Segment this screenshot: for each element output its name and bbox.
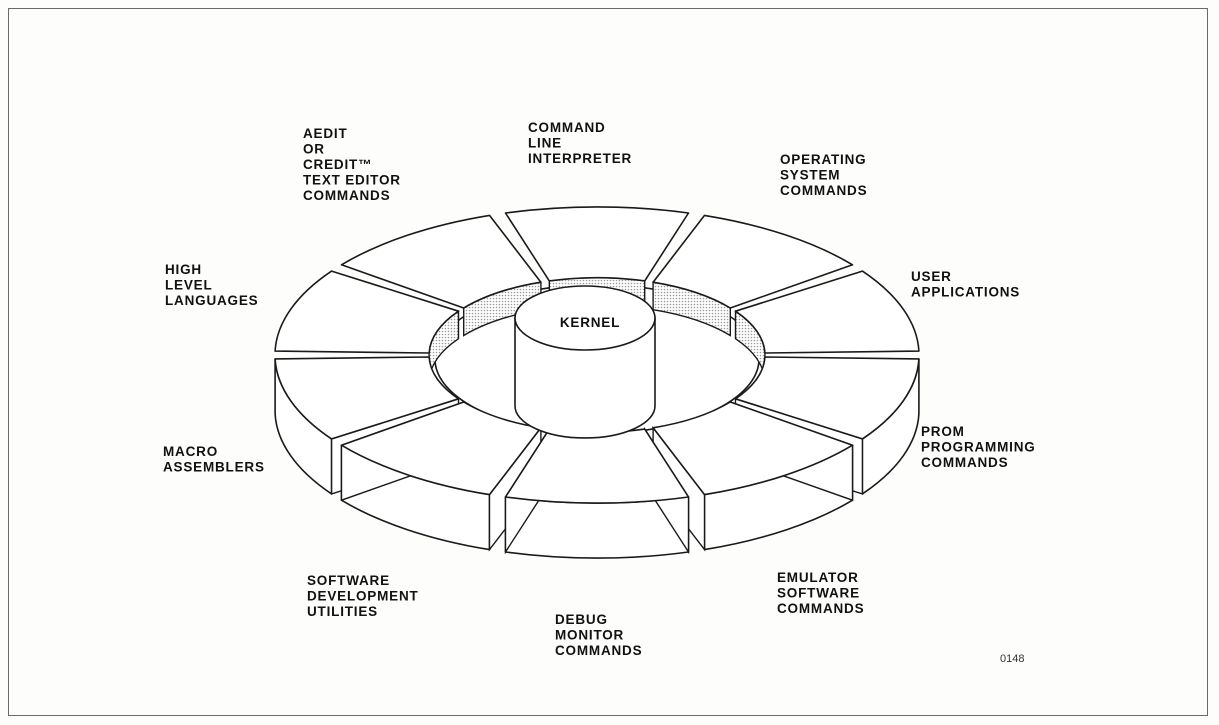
label-line: LEVEL xyxy=(165,278,213,293)
label-line: SOFTWARE xyxy=(307,573,390,588)
label-line: MONITOR xyxy=(555,628,624,643)
label-line: COMMAND xyxy=(528,120,606,135)
segment-top-face xyxy=(504,206,690,282)
label-line: LINE xyxy=(528,136,562,151)
kernel-cylinder-side xyxy=(514,317,656,439)
label-line: COMMANDS xyxy=(921,455,1008,470)
label-line: COMMANDS xyxy=(777,601,864,616)
kernel-cylinder-top xyxy=(514,285,656,351)
label-line: COMMANDS xyxy=(780,183,867,198)
figure-frame xyxy=(8,8,1208,716)
kernel-cylinder: KERNEL xyxy=(514,285,656,439)
segment-aedit-or-credit-text-editor-commands xyxy=(340,214,542,337)
segment-top-face xyxy=(340,401,542,496)
segment-top-face xyxy=(340,214,542,309)
label-line: ASSEMBLERS xyxy=(163,460,265,475)
segment-top-face xyxy=(652,214,854,309)
ring-layer xyxy=(274,206,920,559)
label-line: HIGH xyxy=(165,262,202,277)
segment-operating-system-commands xyxy=(652,214,854,337)
kernel-label: KERNEL xyxy=(560,315,620,330)
segment-top-face xyxy=(734,270,920,354)
label-line: DEBUG xyxy=(555,612,608,627)
label-line: MACRO xyxy=(163,444,218,459)
label-line: DEVELOPMENT xyxy=(307,589,419,604)
segment-top-face xyxy=(734,356,920,440)
label-line: PROM xyxy=(921,424,965,439)
label-line: OPERATING xyxy=(780,152,866,167)
label-line: USER xyxy=(911,269,952,284)
label-line: PROGRAMMING xyxy=(921,440,1036,455)
label-line: AEDIT xyxy=(303,126,348,141)
label-line: COMMANDS xyxy=(303,188,390,203)
segment-top-face xyxy=(274,356,460,440)
label-line: SOFTWARE xyxy=(777,586,860,601)
label-line: CREDIT™ xyxy=(303,157,372,172)
segment-top-face xyxy=(274,270,460,354)
segment-high-level-languages xyxy=(274,270,460,381)
segment-emulator-software-commands xyxy=(652,401,854,552)
label-line: LANGUAGES xyxy=(165,293,258,308)
label-line: INTERPRETER xyxy=(528,151,632,166)
label-line: EMULATOR xyxy=(777,570,859,585)
figure-id: 0148 xyxy=(1000,653,1024,665)
segment-top-face xyxy=(652,401,854,496)
segment-debug-monitor-commands xyxy=(504,426,690,559)
label-line: COMMANDS xyxy=(555,643,642,658)
label-line: APPLICATIONS xyxy=(911,285,1020,300)
label-line: OR xyxy=(303,142,325,157)
label-line: TEXT EDITOR xyxy=(303,173,401,188)
label-line: UTILITIES xyxy=(307,604,378,619)
label-line: SYSTEM xyxy=(780,168,840,183)
